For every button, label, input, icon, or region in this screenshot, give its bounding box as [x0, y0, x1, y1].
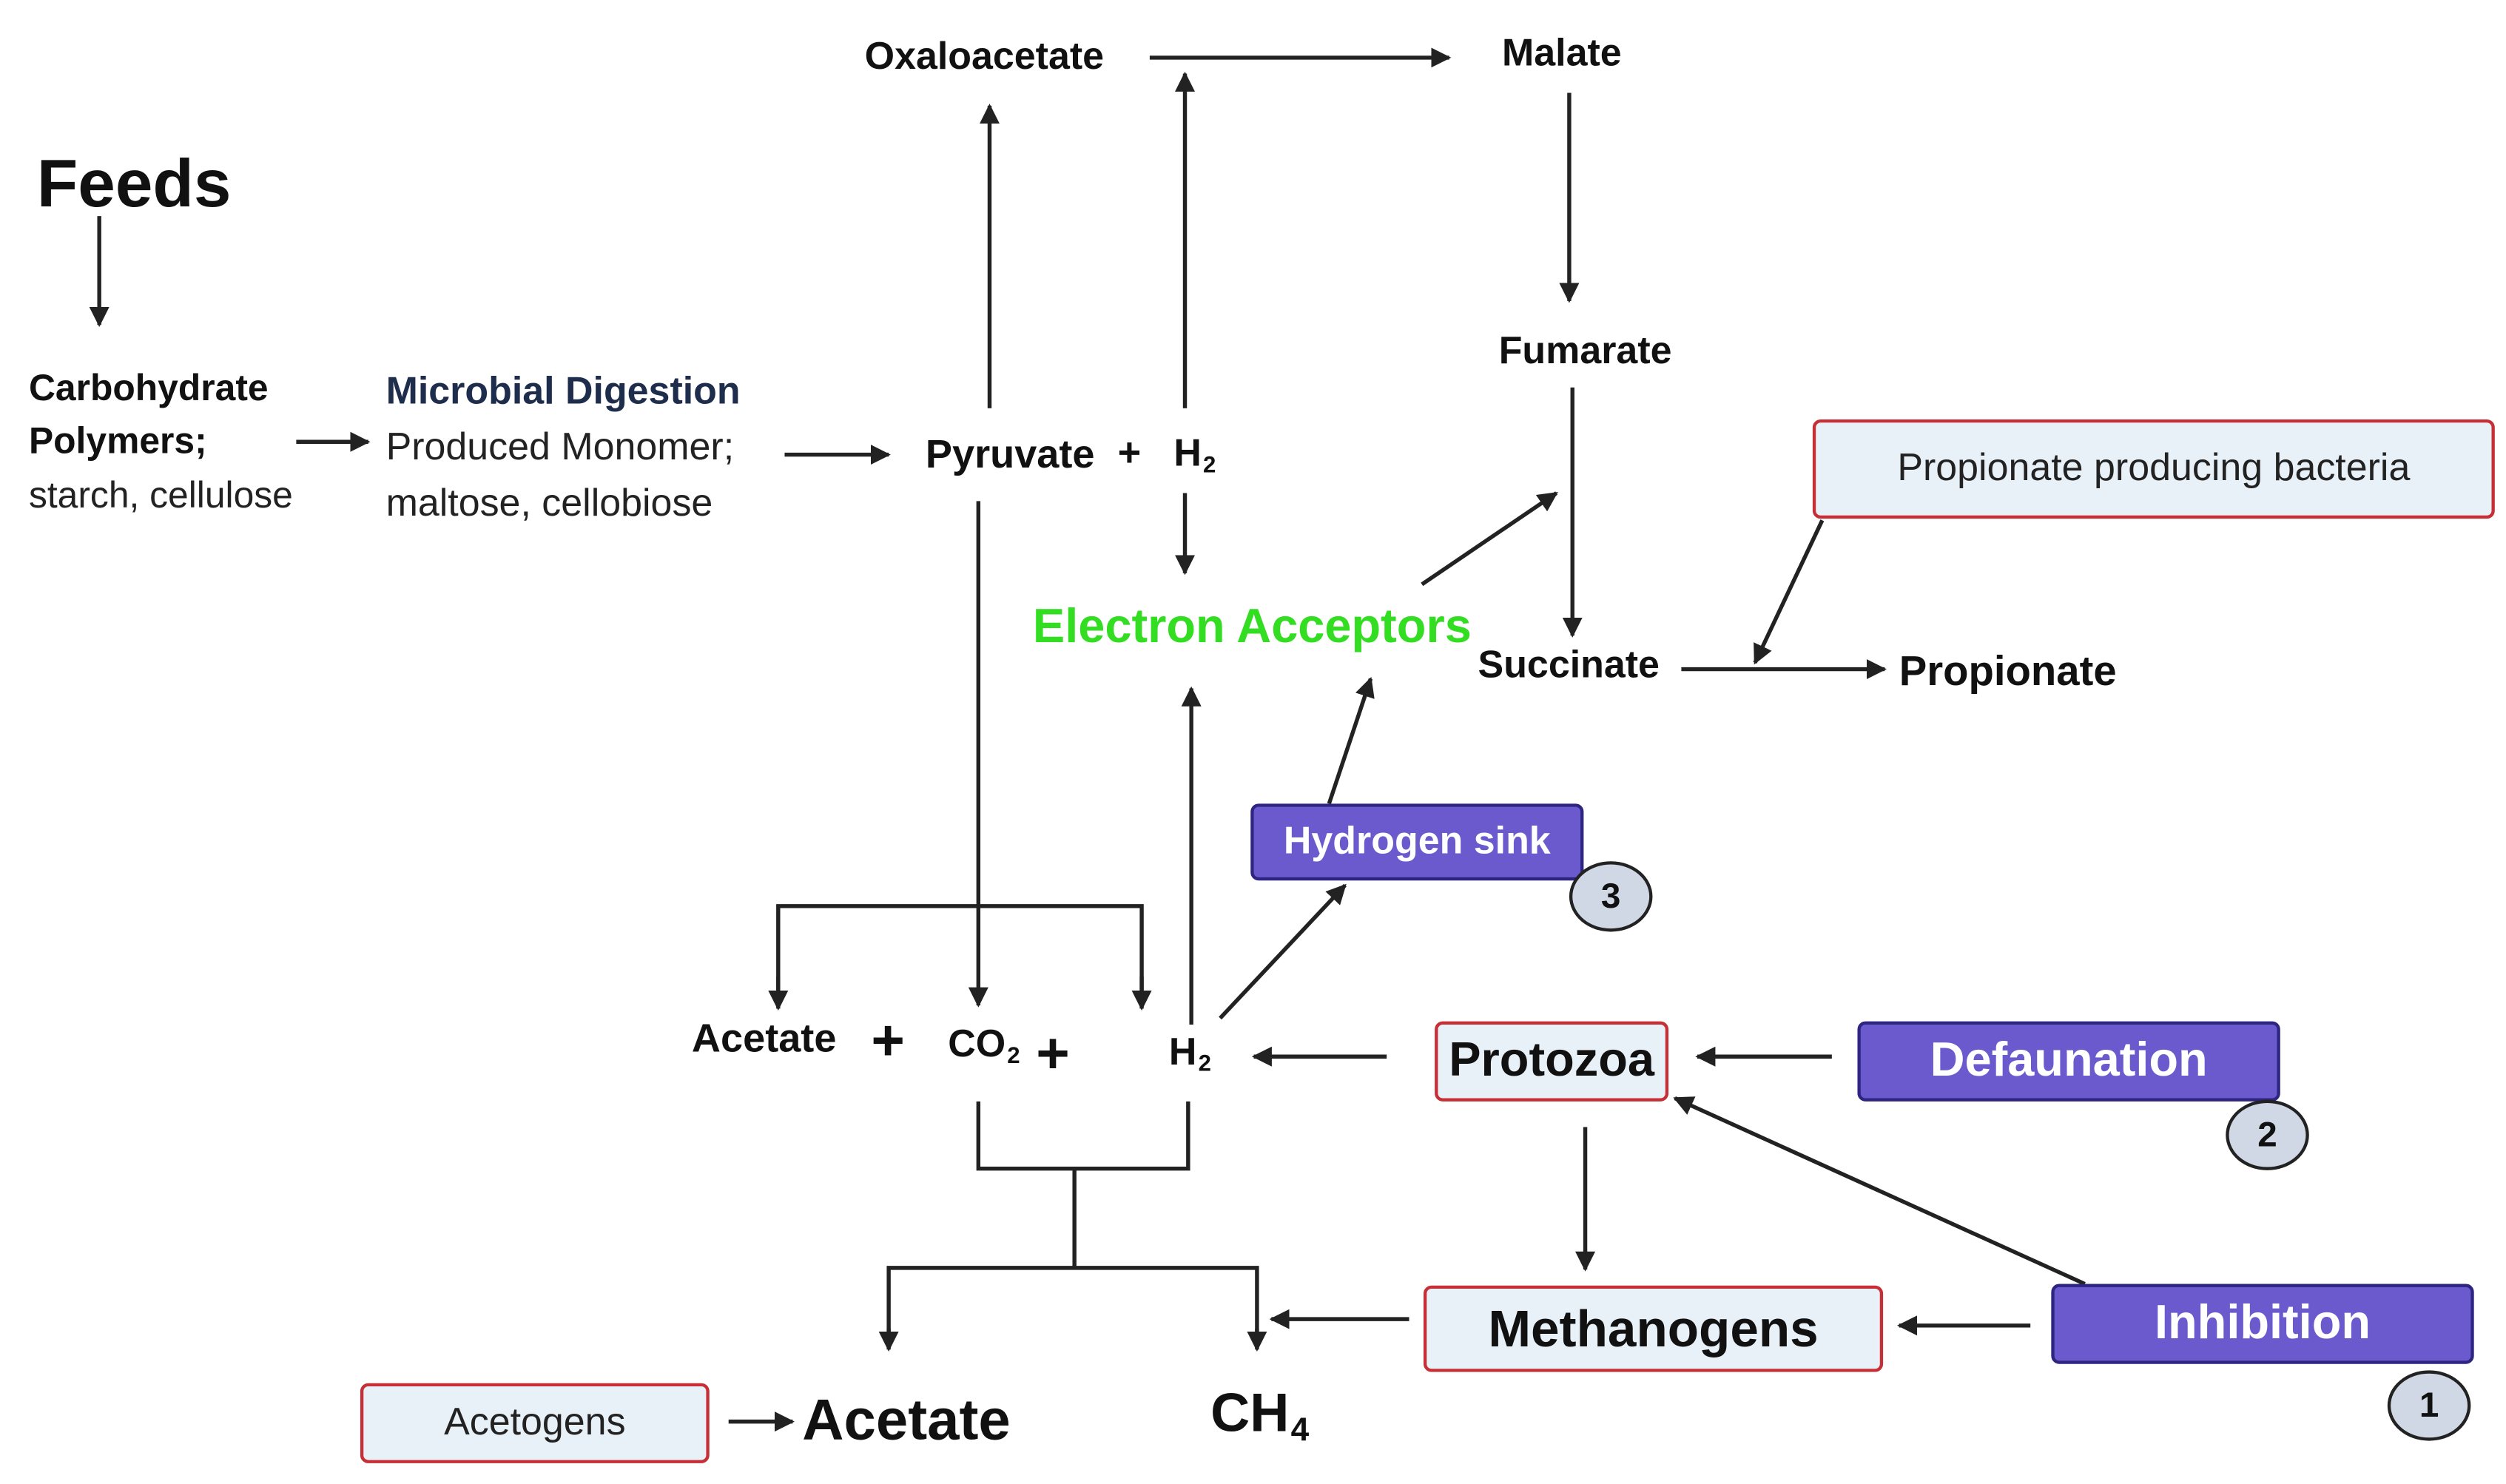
carbohydrate-line2: Polymers; [28, 419, 207, 462]
bracket-co2-h2-join [976, 1101, 1190, 1171]
inhibition-box: Inhibition [2051, 1284, 2474, 1364]
fumarate-label: Fumarate [1498, 329, 1672, 374]
plus-sign-top: + [1117, 431, 1142, 476]
arrow-inhibition-to-protozoa [1673, 1096, 2086, 1286]
oxaloacetate-label: Oxaloacetate [864, 35, 1105, 79]
carbohydrate-line1: Carbohydrate [28, 366, 269, 408]
pyruvate-label: Pyruvate [925, 432, 1095, 477]
bracket-split-to-acetate-and-h2 [776, 904, 1144, 1005]
digestion-line3: maltose, cellobiose [385, 481, 713, 525]
arrow-electron-acceptors-to-fumarate [1421, 491, 1558, 587]
acetate-bottom-label: Acetate [802, 1386, 1011, 1452]
defaunation-box: Defaunation [1857, 1021, 2280, 1102]
bracket-to-acetate-and-ch4 [886, 1266, 1259, 1345]
badge-1: 1 [2387, 1370, 2471, 1441]
propionate-producing-bacteria-box: Propionate producing bacteria [1812, 419, 2495, 519]
digestion-title: Microbial Digestion [385, 369, 741, 414]
acetogens-box: Acetogens [360, 1383, 710, 1463]
hydrogen-sink-box: Hydrogen sink [1250, 803, 1584, 881]
electron-acceptors-label: Electron Acceptors [1032, 600, 1472, 653]
arrow-bacteria-to-succinate-path [1753, 519, 1825, 665]
badge-3: 3 [1569, 861, 1653, 932]
arrow-hydrogen-sink-to-electron-acceptors [1327, 676, 1375, 805]
succinate-label: Succinate [1478, 643, 1660, 687]
arrow-h2-to-hydrogen-sink [1219, 883, 1347, 1020]
feeds-label: Feeds [36, 145, 232, 221]
plus-sign-mid-2: + [1036, 1019, 1070, 1086]
protozoa-box: Protozoa [1435, 1021, 1669, 1102]
acetate-mid-label: Acetate [691, 1016, 837, 1062]
badge-2: 2 [2226, 1099, 2309, 1170]
digestion-line2: Produced Monomer; [385, 425, 735, 469]
methanogens-box: Methanogens [1423, 1285, 1884, 1372]
malate-label: Malate [1502, 32, 1622, 75]
plus-sign-mid-1: + [871, 1007, 905, 1073]
carbohydrate-polymers: Carbohydrate Polymers; starch, cellulose [29, 362, 293, 522]
carbohydrate-line3: starch, cellulose [28, 473, 293, 516]
microbial-digestion: Microbial Digestion Produced Monomer; ma… [386, 365, 741, 532]
propionate-label: Propionate [1899, 647, 2117, 695]
